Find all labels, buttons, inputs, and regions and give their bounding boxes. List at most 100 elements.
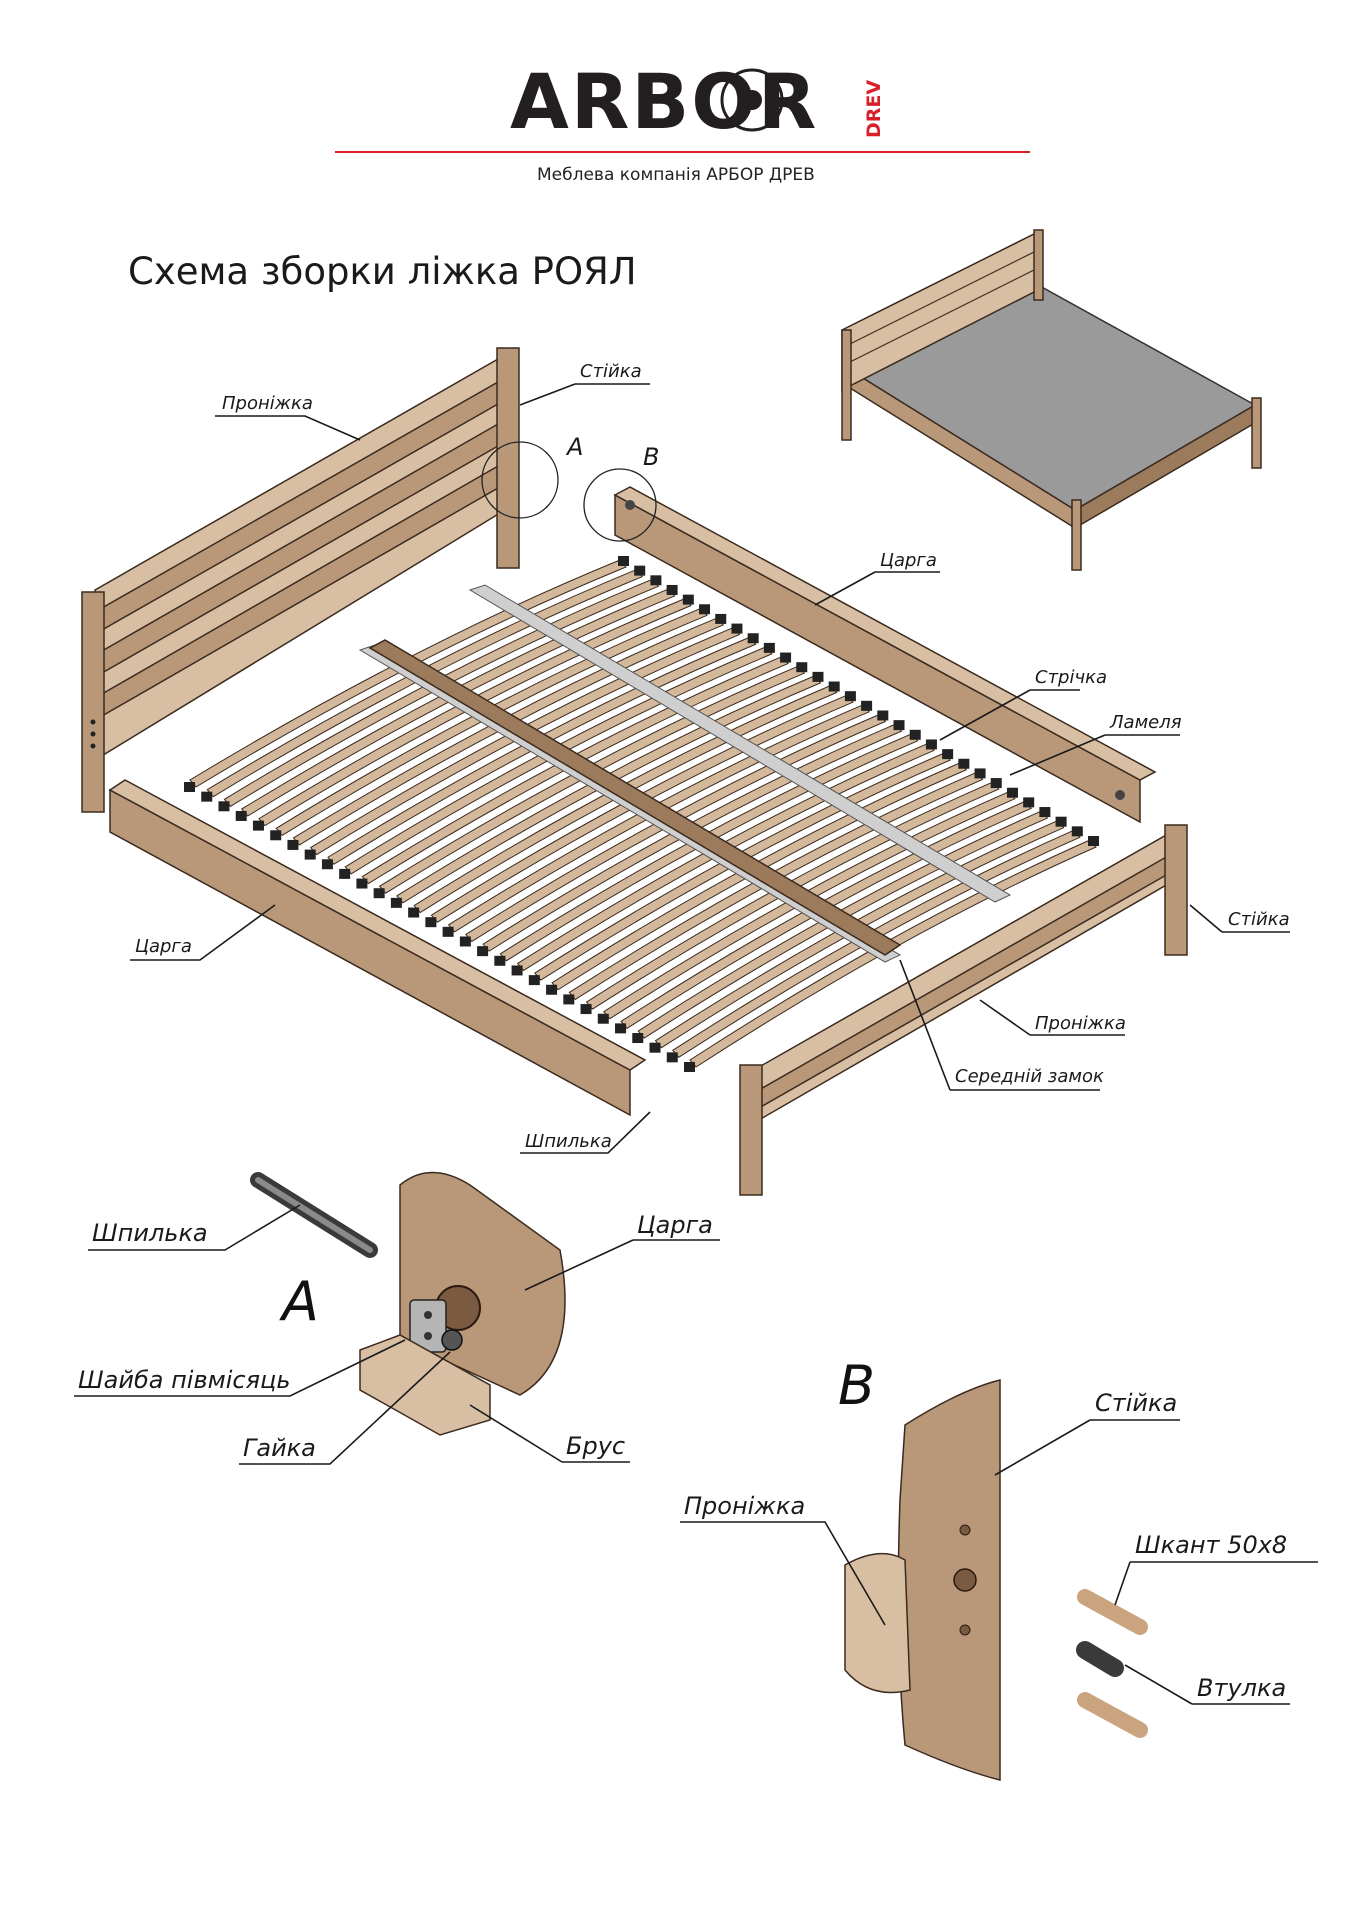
- slat-holder: [650, 575, 662, 586]
- slat: [361, 655, 789, 885]
- slat: [344, 646, 773, 875]
- slat-holder: [546, 984, 558, 995]
- detail-a: A Шпилька Царга Шайба півмісяць Гайка Бр…: [74, 1171, 720, 1465]
- slat: [292, 617, 725, 846]
- slat-holder: [390, 897, 402, 908]
- slat-holder: [958, 758, 970, 769]
- slat-holder: [877, 710, 889, 721]
- footboard-leg: [1164, 824, 1188, 956]
- slat-holder: [893, 720, 905, 731]
- slat: [499, 733, 919, 962]
- slat: [637, 810, 1049, 1039]
- slat-holder: [1039, 807, 1051, 818]
- slat-holder: [339, 868, 351, 879]
- slat-holder: [1088, 836, 1099, 846]
- slat-holder: [974, 768, 986, 779]
- slat: [465, 713, 887, 943]
- slat-holder: [942, 749, 954, 760]
- post: [897, 1379, 1001, 1781]
- slat-holder: [580, 1004, 592, 1015]
- slat-holder: [1023, 797, 1035, 808]
- detail-a-circle: [481, 441, 559, 519]
- sleeve: [1076, 1641, 1124, 1677]
- slat-holder: [632, 1033, 644, 1044]
- slat: [240, 588, 676, 817]
- slat: [516, 742, 935, 972]
- slat-holder: [715, 613, 727, 624]
- slat-holder: [201, 791, 213, 802]
- slat-holder: [1055, 816, 1067, 827]
- slat-holder: [731, 623, 743, 634]
- slat: [206, 569, 644, 798]
- slat: [309, 626, 741, 856]
- slat-holder: [649, 1042, 661, 1053]
- slat-holder: [618, 556, 629, 566]
- slat-holder: [356, 878, 368, 889]
- slat-holder: [925, 739, 937, 750]
- slat-holder: [1071, 826, 1083, 837]
- label-strichka: Стрічка: [1035, 667, 1107, 688]
- slat-holder: [909, 729, 921, 740]
- slat-holder: [528, 975, 540, 986]
- slat-holder: [270, 830, 282, 841]
- detail-b: B Стійка Проніжка Шкант 50х8 Втулка: [680, 1354, 1318, 1781]
- slat: [258, 598, 692, 827]
- label-lamelia: Ламеля: [1109, 712, 1182, 733]
- main-labels: Стійка Проніжка A B Царга Стрічка Ламеля…: [130, 361, 1290, 1154]
- slat-holder: [252, 820, 264, 831]
- slat: [275, 607, 708, 836]
- detail-a-shayba: Шайба півмісяць: [78, 1366, 291, 1394]
- detail-b-pronizhka: Проніжка: [684, 1492, 805, 1520]
- detail-a-tsarga: Царга: [637, 1211, 713, 1239]
- slat-holder: [763, 642, 775, 653]
- logo-brand: ARBOR: [510, 57, 818, 146]
- slat-holder: [747, 633, 759, 644]
- label-shpylka-small: Шпилька: [525, 1131, 612, 1152]
- beam: [359, 1334, 491, 1436]
- leg: [841, 329, 852, 441]
- slat-holder: [287, 839, 299, 850]
- slat: [568, 771, 984, 1001]
- logo-sub: DREV: [863, 80, 885, 138]
- label-tsarga-left: Царга: [135, 936, 192, 957]
- assembled-bed-illustration: [841, 229, 1262, 571]
- slat-holder: [184, 782, 195, 792]
- dowel: [1077, 1692, 1148, 1738]
- detail-b-vtulka: Втулка: [1197, 1674, 1286, 1702]
- slat: [689, 839, 1097, 1068]
- slat: [603, 791, 1016, 1020]
- center-lock-rail: [368, 639, 902, 956]
- slat: [654, 820, 1065, 1049]
- slat-holder: [494, 955, 506, 966]
- label-pronizhka-bottom: Проніжка: [1035, 1013, 1126, 1034]
- slat-holder: [634, 565, 646, 576]
- page-title: Схема зборки ліжка РОЯЛ: [128, 250, 637, 293]
- headboard-part: [81, 347, 520, 813]
- dowel: [1077, 1589, 1148, 1635]
- slat-holder: [304, 849, 316, 860]
- slat-holder: [1006, 787, 1018, 798]
- slat-holder: [442, 926, 454, 937]
- leg: [1251, 397, 1262, 469]
- slat-holder: [684, 1062, 695, 1072]
- slat-holder: [615, 1023, 627, 1034]
- slat-holder: [477, 946, 489, 957]
- detail-b-stiyka: Стійка: [1095, 1389, 1177, 1417]
- slat-holder: [780, 652, 792, 663]
- headboard-leg: [496, 347, 520, 569]
- exploded-bed: [81, 347, 1188, 1196]
- slat-holder: [511, 965, 523, 976]
- slat: [223, 578, 660, 807]
- slat-holder: [218, 801, 230, 812]
- slat-holder: [459, 936, 471, 947]
- slat-holder: [563, 994, 575, 1005]
- slat: [620, 800, 1032, 1030]
- slat: [327, 636, 757, 865]
- slat-holder: [666, 1052, 678, 1063]
- slat: [430, 694, 854, 923]
- slat-holder: [666, 584, 678, 595]
- detail-a-letter: A: [279, 1270, 319, 1333]
- label-b-marker: B: [643, 443, 659, 471]
- slat: [585, 781, 1000, 1010]
- slat: [672, 829, 1081, 1058]
